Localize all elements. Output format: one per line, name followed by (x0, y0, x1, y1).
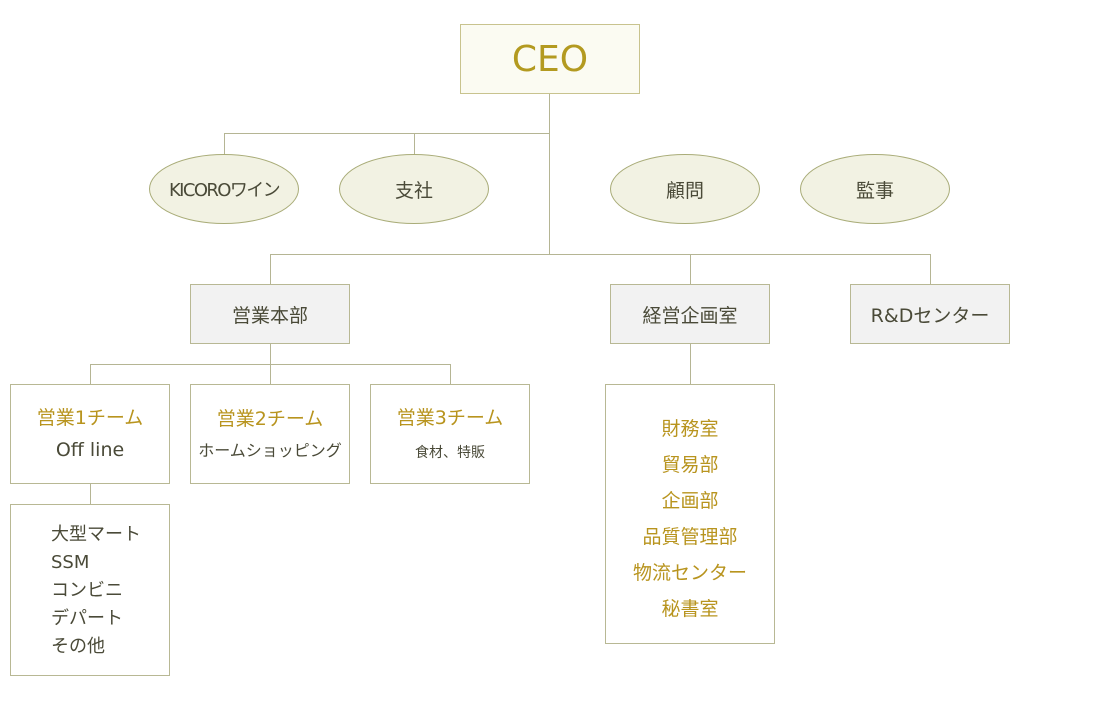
ceo-box: CEO (460, 24, 640, 94)
support-branch-office: 支社 (339, 154, 489, 224)
dept-sales-hq: 営業本部 (190, 284, 350, 344)
channel-list: 大型マート SSM コンビニ デパート その他 (51, 521, 141, 661)
list-item: 品質管理部 (642, 526, 738, 548)
team-title: 営業1チーム (36, 407, 144, 429)
team-subtitle: 食材、特販 (415, 445, 485, 461)
sales-channels-box: 大型マート SSM コンビニ デパート その他 (10, 504, 170, 676)
support-label: 支社 (394, 179, 433, 202)
support-advisor: 顧問 (610, 154, 760, 224)
dept-planning-office: 経営企画室 (610, 284, 770, 344)
list-item: デパート (51, 608, 123, 629)
list-item: SSM (51, 552, 90, 573)
dept-rd-center: R&Dセンター (850, 284, 1010, 344)
support-auditor: 監事 (800, 154, 950, 224)
list-item: 秘書室 (661, 598, 719, 620)
team-title: 営業2チーム (216, 408, 324, 430)
team-sales-2: 営業2チーム ホームショッピング (190, 384, 350, 484)
list-item: 物流センター (632, 562, 747, 584)
planning-unit-list: 財務室 貿易部 企画部 品質管理部 物流センター 秘書室 (633, 411, 747, 627)
team-subtitle: ホームショッピング (198, 441, 342, 460)
list-item: コンビニ (51, 580, 123, 601)
support-label: KICOROワイン (168, 180, 281, 201)
ceo-label: CEO (511, 38, 589, 80)
dept-label: R&Dセンター (870, 304, 990, 327)
list-item: 財務室 (661, 418, 719, 440)
team-subtitle: Off line (55, 439, 125, 461)
planning-units-box: 財務室 貿易部 企画部 品質管理部 物流センター 秘書室 (605, 384, 775, 644)
support-label: 監事 (855, 179, 894, 202)
list-item: 企画部 (661, 490, 719, 512)
list-item: 大型マート (51, 524, 141, 545)
team-title: 営業3チーム (396, 407, 504, 429)
list-item: 貿易部 (661, 454, 719, 476)
team-sales-3: 営業3チーム 食材、特販 (370, 384, 530, 484)
list-item: その他 (51, 636, 105, 657)
dept-label: 営業本部 (231, 304, 308, 327)
team-sales-1: 営業1チーム Off line (10, 384, 170, 484)
dept-label: 経営企画室 (642, 304, 738, 327)
support-kicoro-wine: KICOROワイン (149, 154, 299, 224)
support-label: 顧問 (665, 179, 704, 202)
